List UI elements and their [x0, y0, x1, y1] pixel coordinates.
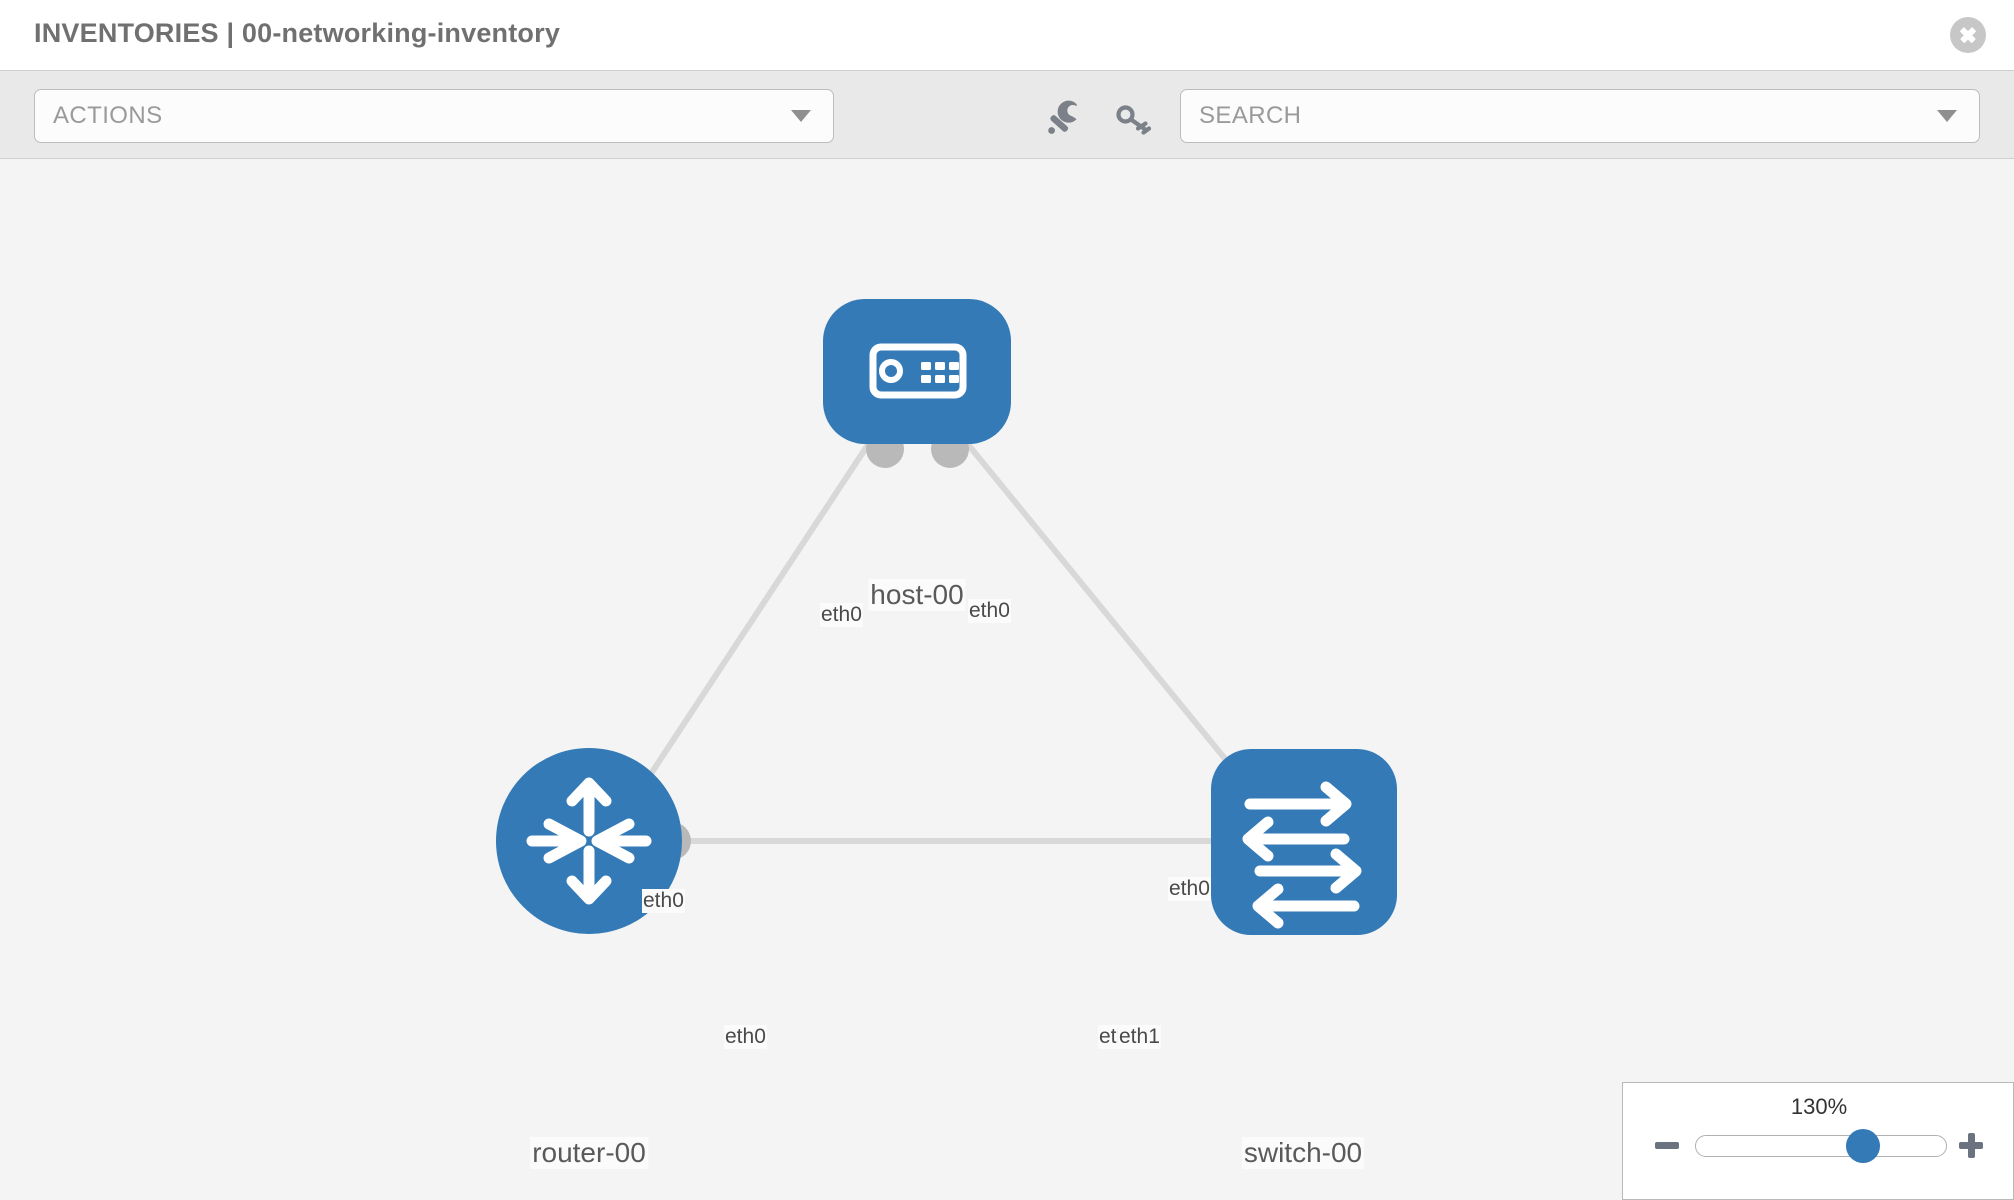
zoom-slider-track[interactable]: [1695, 1135, 1947, 1157]
close-icon[interactable]: [1950, 17, 1986, 53]
edge-connectors: [653, 430, 1263, 862]
node-router-00[interactable]: [496, 748, 682, 934]
topology-canvas[interactable]: host-00 router-00 switch-00 eth0 eth0 et…: [0, 159, 2014, 1200]
switch-00-label: switch-00: [1241, 1137, 1365, 1169]
edges: [628, 429, 1265, 844]
edge-host-switch[interactable]: [954, 429, 1265, 806]
switch-icon: [1242, 781, 1362, 929]
zoom-in-button[interactable]: [1957, 1131, 1985, 1159]
host-00-label: host-00: [868, 579, 966, 611]
zoom-slider-thumb[interactable]: [1846, 1129, 1880, 1163]
key-icon[interactable]: [1113, 99, 1153, 137]
page-title: INVENTORIES | 00-networking-inventory: [34, 18, 561, 48]
chevron-down-icon: [791, 110, 811, 122]
edge-label-switch-up-eth0: eth0: [1168, 877, 1211, 901]
search-input[interactable]: SEARCH: [1199, 102, 1302, 129]
search-dropdown[interactable]: SEARCH: [1180, 89, 1980, 143]
zoom-level-label: 130%: [1790, 1094, 1848, 1119]
node-host-00[interactable]: [823, 299, 1011, 444]
zoom-out-button[interactable]: [1653, 1131, 1681, 1159]
edge-label-router-right-eth0: eth0: [724, 1025, 767, 1049]
zoom-controls-panel: 130%: [1622, 1082, 2014, 1200]
actions-dropdown-label: ACTIONS: [53, 102, 163, 129]
edge-label-router-up-eth0: eth0: [642, 889, 685, 913]
edge-label-host-right-eth0: eth0: [968, 599, 1011, 623]
edge-label-host-left-eth0: eth0: [820, 603, 863, 627]
actions-dropdown[interactable]: ACTIONS: [34, 89, 834, 143]
router-00-label: router-00: [530, 1137, 648, 1169]
chevron-down-icon: [1937, 110, 1957, 122]
node-switch-00[interactable]: [1211, 749, 1397, 935]
toolbar: ACTIONS SEARCH: [0, 70, 2014, 159]
router-icon: [526, 777, 652, 905]
edge-label-switch-left-eth1: eth1: [1118, 1025, 1161, 1049]
topology-graph: [496, 299, 1397, 935]
wrench-icon[interactable]: [1044, 99, 1084, 137]
host-icon: [869, 343, 967, 399]
edge-host-router[interactable]: [628, 429, 880, 806]
page-header: INVENTORIES | 00-networking-inventory: [0, 0, 2014, 70]
